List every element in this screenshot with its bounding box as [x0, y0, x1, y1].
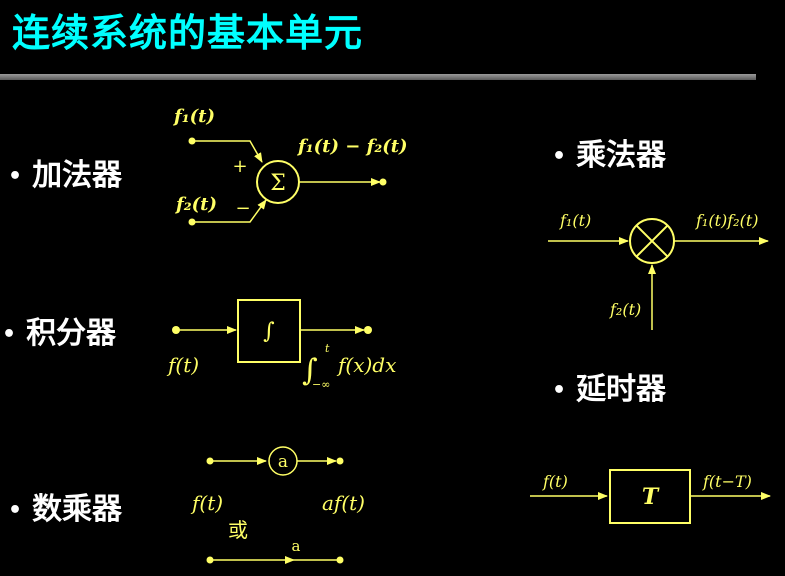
- bullet-multiplier: • 乘法器: [552, 130, 666, 174]
- minus-sign: −: [235, 198, 250, 219]
- bullet-dot: •: [8, 498, 23, 523]
- integrator-output-integral: ∫: [302, 353, 318, 388]
- adder-input2-label: f₂(t): [174, 194, 217, 215]
- integrator-output-node: [364, 326, 372, 334]
- scalar-alt-output-node: [336, 556, 344, 564]
- bullet-dot: •: [2, 322, 17, 347]
- integral-symbol: ∫: [263, 319, 275, 344]
- integrator-upper-limit: t: [325, 342, 330, 355]
- bullet-integrator-label: 积分器: [26, 316, 117, 351]
- delay-input-label: f(t): [542, 472, 568, 491]
- page-title: 连续系统的基本单元: [12, 11, 364, 55]
- scalar-input-label: f(t): [190, 491, 223, 515]
- bullet-integrator: • 积分器: [2, 308, 116, 352]
- adder-input1-line: [192, 140, 263, 163]
- bullet-delay-label: 延时器: [576, 372, 667, 407]
- multiplier-input2-label: f₂(t): [609, 300, 641, 319]
- delay-block-label: T: [642, 484, 660, 510]
- bullet-dot: •: [8, 164, 23, 189]
- bullet-scalar: • 数乘器: [8, 484, 122, 528]
- adder-input2-line: [192, 199, 267, 223]
- title-divider: [0, 74, 756, 80]
- sigma-symbol: Σ: [270, 171, 286, 196]
- plus-sign: +: [232, 156, 247, 177]
- scalar-output-node: [336, 457, 344, 465]
- scalar-output-label: af(t): [322, 491, 365, 515]
- adder-diagram: f₁(t) f₂(t) f₁(t) − f₂(t) Σ + −: [172, 106, 408, 226]
- adder-output-node: [379, 178, 387, 186]
- multiply-cross-b: [635, 224, 669, 258]
- bullet-dot: •: [552, 378, 567, 403]
- gain-circle-label: a: [278, 452, 288, 472]
- delay-output-label: f(t−T): [702, 472, 752, 491]
- multiplier-output-label: f₁(t)f₂(t): [695, 211, 759, 230]
- delay-diagram: f(t) f(t−T) T: [530, 469, 771, 524]
- scalar-diagram: a f(t) af(t) 或 a: [190, 446, 365, 564]
- bullet-adder-label: 加法器: [32, 158, 123, 193]
- multiplier-diagram: f₁(t) f₁(t)f₂(t) f₂(t): [548, 211, 769, 330]
- integrator-lower-limit: −∞: [312, 378, 330, 391]
- bullet-dot: •: [552, 144, 567, 169]
- bullet-scalar-label: 数乘器: [32, 492, 123, 527]
- bullet-multiplier-label: 乘法器: [576, 138, 667, 173]
- integrator-output-expr: f(x)dx: [336, 353, 396, 377]
- integrator-block: [237, 299, 301, 363]
- integrator-input-label: f(t): [166, 353, 199, 377]
- or-text: 或: [228, 518, 248, 542]
- bullet-delay: • 延时器: [552, 364, 666, 408]
- adder-input1-label: f₁(t): [172, 106, 215, 127]
- bullet-adder: • 加法器: [8, 150, 122, 194]
- adder-output-label: f₁(t) − f₂(t): [296, 136, 408, 157]
- multiplier-input1-label: f₁(t): [559, 211, 591, 230]
- gain-line-label: a: [292, 537, 301, 555]
- integrator-diagram: ∫ f(t) ∫ t −∞ f(x)dx: [166, 299, 396, 391]
